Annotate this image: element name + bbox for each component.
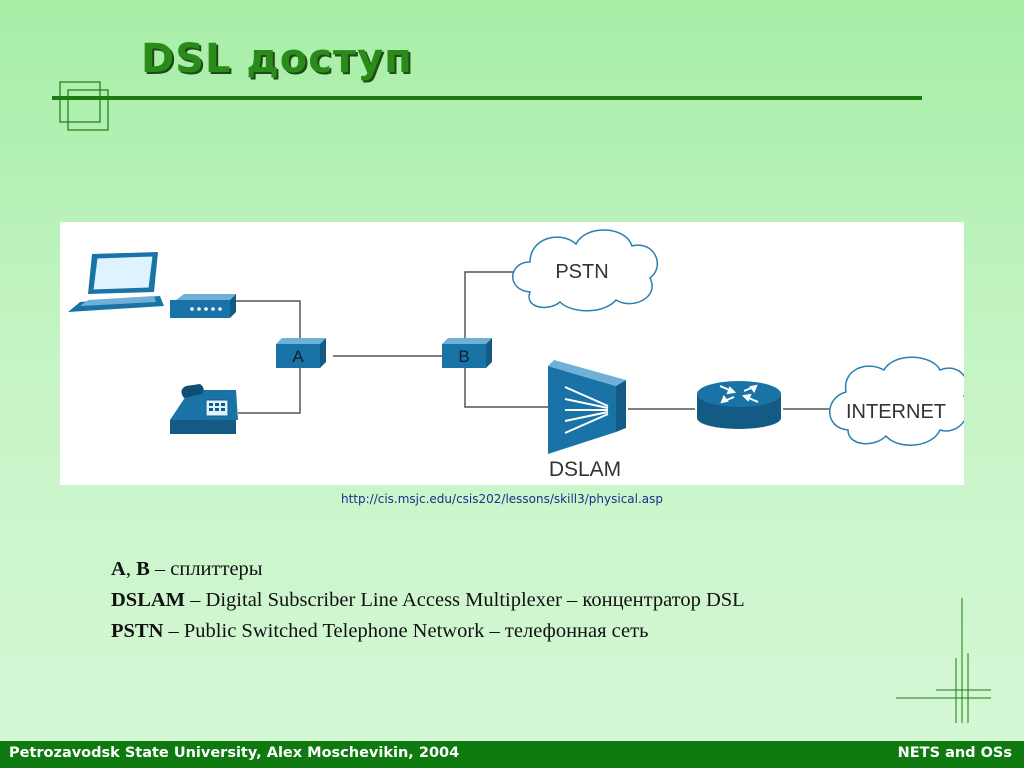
footer-credit: Petrozavodsk State University, Alex Mosc… (9, 745, 460, 761)
legend-item: DSLAM – Digital Subscriber Line Access M… (111, 589, 745, 611)
connection-lines (236, 271, 830, 414)
splitter-a: A (276, 338, 326, 368)
legend: A, B – сплиттеры DSLAM – Digital Subscri… (111, 554, 745, 647)
svg-text:B: B (458, 347, 469, 366)
legend-item: A, B – сплиттеры (111, 558, 263, 580)
source-url[interactable]: http://cis.msjc.edu/csis202/lessons/skil… (340, 492, 664, 506)
router-icon (697, 381, 781, 429)
page-title: DSL доступ (141, 36, 413, 82)
network-diagram: A B PSTN DSLAM (60, 222, 964, 485)
pstn-cloud-icon: PSTN (512, 229, 659, 312)
legend-item: PSTN – Public Switched Telephone Network… (111, 620, 649, 642)
splitter-b: B (442, 338, 492, 368)
laptop-icon (68, 252, 164, 312)
svg-text:PSTN: PSTN (555, 261, 608, 283)
footer: Petrozavodsk State University, Alex Mosc… (0, 741, 1024, 768)
dslam-icon: DSLAM (548, 360, 626, 481)
footer-course: NETS and OSs (897, 745, 1012, 761)
decorative-lines (896, 598, 991, 723)
decorative-squares (59, 81, 109, 131)
title-rule (52, 96, 922, 100)
dsl-modem-icon (170, 294, 236, 318)
svg-text:DSLAM: DSLAM (549, 458, 621, 481)
internet-cloud-icon: INTERNET (829, 356, 964, 446)
telephone-icon (170, 384, 238, 434)
svg-text:A: A (292, 347, 304, 366)
svg-text:INTERNET: INTERNET (846, 401, 946, 423)
